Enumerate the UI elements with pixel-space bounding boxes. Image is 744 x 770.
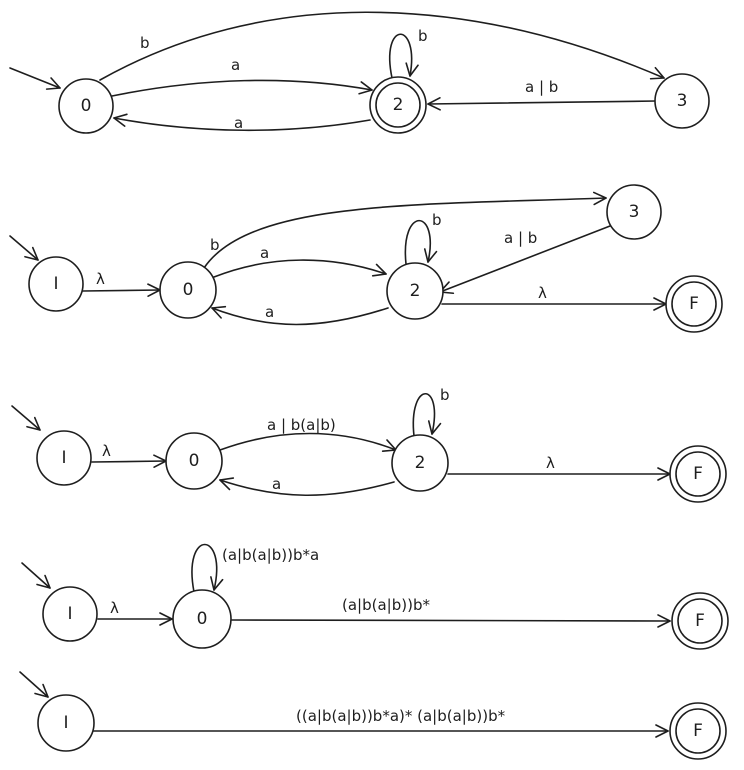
- state-label: 2: [415, 453, 426, 473]
- edge-0-to-2: [111, 79, 373, 97]
- edge-label-I-to-0: λ: [102, 442, 111, 460]
- state-label: 2: [410, 281, 421, 301]
- edge-label-3-to-2: a | b: [504, 229, 537, 247]
- state-0: 0: [159, 261, 217, 319]
- edge-label-0-to-3: b: [210, 236, 220, 254]
- edge-label-2-to-0: a: [234, 114, 243, 132]
- edge-0-to-F: [231, 614, 671, 628]
- edge-2-to-0: [219, 477, 395, 497]
- state-2: 2: [391, 434, 449, 492]
- state-label: 3: [629, 202, 640, 222]
- edge-0-to-3: [203, 191, 607, 269]
- start-arrow: [9, 235, 39, 261]
- state-2-accepting: 2: [369, 76, 427, 134]
- state-label: 2: [393, 95, 404, 115]
- state-I: I: [37, 694, 95, 752]
- edge-label-0-to-2: a: [231, 56, 240, 74]
- loop-2: [412, 393, 442, 437]
- state-label: F: [693, 464, 703, 484]
- edge-2-to-0: [113, 113, 371, 132]
- edge-I-to-0: [91, 454, 167, 468]
- edge-2-to-0: [211, 305, 389, 326]
- state-2: 2: [386, 262, 444, 320]
- state-label: 3: [677, 91, 688, 111]
- state-label: 0: [81, 96, 92, 116]
- state-I: I: [42, 586, 98, 642]
- state-I: I: [36, 430, 92, 486]
- state-label: I: [53, 274, 58, 294]
- edge-label-2-to-0: a: [265, 303, 274, 321]
- state-label: F: [693, 721, 703, 741]
- state-label: F: [695, 611, 705, 631]
- edge-label-I-to-F: ((a|b(a|b))b*a)* (a|b(a|b))b*: [296, 707, 506, 725]
- state-F-accepting: F: [671, 592, 729, 650]
- state-3: 3: [606, 184, 662, 240]
- start-arrow: [9, 67, 61, 90]
- edge-label-3-to-2: a | b: [525, 78, 558, 96]
- state-0: 0: [172, 589, 232, 649]
- edge-3-to-2: [439, 225, 611, 295]
- edge-0-to-2: [213, 259, 387, 278]
- diagram-5: ((a|b(a|b))b*a)* (a|b(a|b))b* I F: [19, 671, 727, 760]
- loop-label-0: (a|b(a|b))b*a: [222, 546, 319, 564]
- edge-label-2-to-F: λ: [546, 454, 555, 472]
- state-3: 3: [654, 73, 710, 129]
- state-F-accepting: F: [669, 702, 727, 760]
- state-F-accepting: F: [669, 445, 727, 503]
- state-label: I: [63, 713, 68, 733]
- diagram-3: λ a | b(a|b) a b λ I 0 2 F: [11, 386, 727, 503]
- loop-label-2: b: [432, 211, 442, 229]
- edge-3-to-2: [427, 97, 657, 111]
- state-label: 0: [189, 451, 200, 471]
- state-label: 0: [197, 609, 208, 629]
- loop-label-2: b: [440, 386, 450, 404]
- state-I: I: [28, 256, 84, 312]
- diagram-2: λ b a a b a | b λ I 0 2: [9, 184, 723, 333]
- edge-label-0-to-2: a: [260, 244, 269, 262]
- edge-label-0-to-2: a | b(a|b): [267, 416, 336, 434]
- state-label: 0: [183, 280, 194, 300]
- edge-I-to-0: [82, 283, 161, 297]
- loop-2: [388, 33, 419, 79]
- diagram-1: b a a b a | b 0 2 3: [9, 11, 710, 134]
- edge-label-2-to-0: a: [272, 475, 281, 493]
- state-0: 0: [165, 432, 223, 490]
- state-0: 0: [58, 78, 114, 134]
- start-arrow: [11, 405, 41, 431]
- state-F-accepting: F: [665, 275, 723, 333]
- edge-0-to-3: [99, 11, 665, 81]
- edge-label-0-to-F: (a|b(a|b))b*: [342, 596, 430, 614]
- edge-label-I-to-0: λ: [96, 270, 105, 288]
- edge-0-to-2: [219, 432, 397, 453]
- loop-2: [404, 220, 438, 265]
- edge-label-0-to-3: b: [140, 34, 150, 52]
- start-arrow: [21, 562, 51, 589]
- state-label: F: [689, 294, 699, 314]
- start-arrow: [19, 671, 49, 698]
- edge-label-2-to-F: λ: [538, 284, 547, 302]
- state-label: I: [67, 604, 72, 624]
- diagram-4: λ (a|b(a|b))b*a (a|b(a|b))b* I 0 F: [21, 543, 729, 650]
- state-label: I: [61, 448, 66, 468]
- loop-label-2: b: [418, 27, 428, 45]
- edge-label-I-to-0: λ: [110, 599, 119, 617]
- loop-0: [191, 543, 224, 593]
